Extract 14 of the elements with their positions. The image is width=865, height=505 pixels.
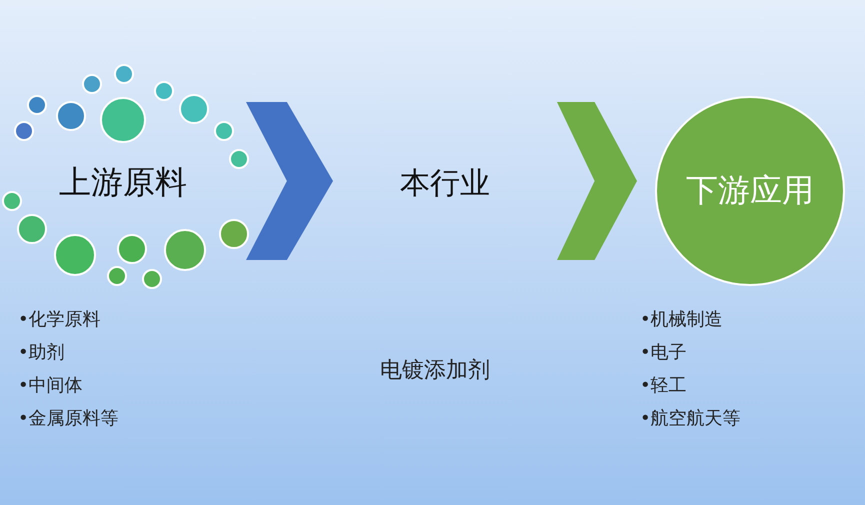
list-item: •轻工: [640, 374, 687, 397]
list-item: •金属原料等: [18, 407, 119, 430]
list-item: •化学原料: [18, 308, 101, 331]
list-item: •中间体: [18, 374, 83, 397]
list-item: •机械制造: [640, 308, 723, 331]
chevron-arrow: [557, 102, 637, 260]
stage-circle: 下游应用: [655, 96, 845, 286]
chevron-arrow: [246, 102, 333, 260]
list-item: •助剂: [18, 341, 65, 364]
stage-label: 上游原料: [59, 162, 187, 203]
industry-label: 电镀添加剂: [380, 357, 490, 385]
list-item: •航空航天等: [640, 407, 741, 430]
list-item: •电子: [640, 341, 687, 364]
stage-label: 本行业: [400, 164, 490, 202]
